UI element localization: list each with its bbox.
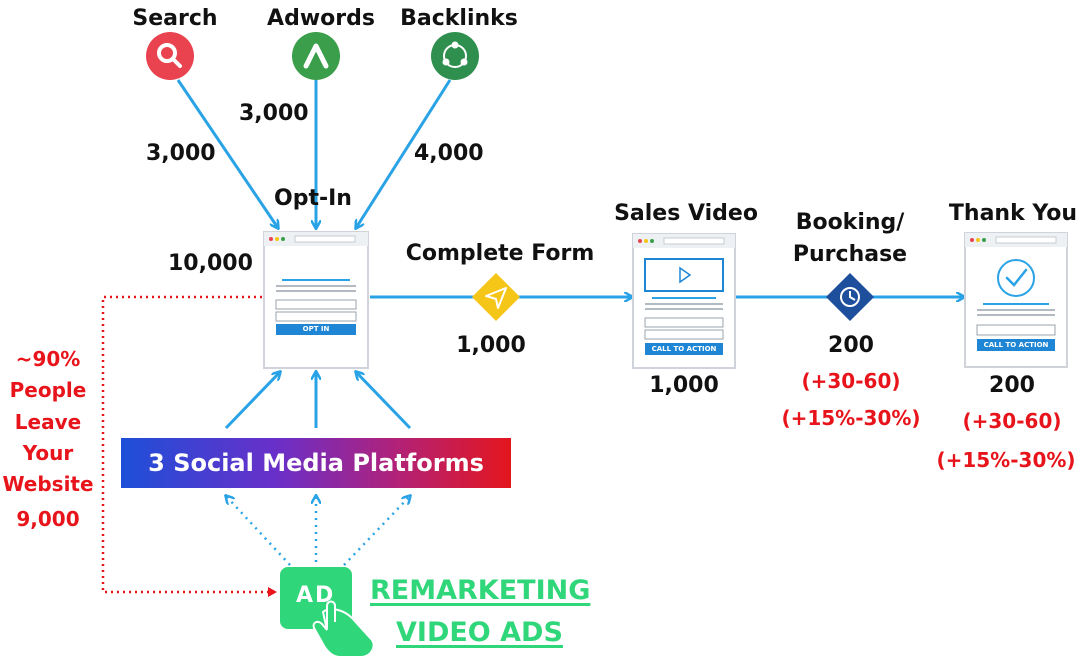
complete-form-count: 1,000 xyxy=(456,333,526,358)
adwords-icon xyxy=(292,32,340,80)
leave-line1: ~90% xyxy=(15,347,81,371)
leave-path xyxy=(101,295,277,597)
search-arrow xyxy=(176,79,278,228)
social-arrow-right xyxy=(356,372,412,430)
backlinks-label: Backlinks xyxy=(400,6,518,31)
booking-percent: (+15%-30%) xyxy=(781,406,921,430)
ad-text: AD xyxy=(296,583,336,608)
remarketing-line2[interactable]: VIDEO ADS xyxy=(396,617,563,648)
adwords-label: Adwords xyxy=(267,6,375,31)
ad-icon xyxy=(280,567,375,658)
remarketing-arrow-right xyxy=(343,496,410,566)
complete-form-icon xyxy=(471,272,521,322)
search-label: Search xyxy=(132,6,218,31)
thank-you-page xyxy=(964,232,1068,368)
booking-title-line2: Purchase xyxy=(792,242,908,267)
thank-you-range: (+30-60) xyxy=(962,409,1062,433)
thank-you-count: 200 xyxy=(989,373,1035,398)
search-count: 3,000 xyxy=(146,141,216,166)
social-media-label: 3 Social Media Platforms xyxy=(148,449,484,477)
search-icon xyxy=(146,32,194,80)
remarketing-line1[interactable]: REMARKETING xyxy=(370,575,591,606)
booking-title-line1: Booking/ xyxy=(795,210,905,235)
remarketing-arrow-left xyxy=(226,496,291,566)
backlinks-count: 4,000 xyxy=(414,141,484,166)
sales-video-cta[interactable]: CALL TO ACTION xyxy=(651,345,717,353)
booking-count: 200 xyxy=(828,333,874,358)
social-media-bar: 3 Social Media Platforms xyxy=(121,438,511,488)
backlinks-icon xyxy=(431,32,479,80)
leave-line4: Your xyxy=(22,441,74,465)
complete-form-label: Complete Form xyxy=(405,241,595,266)
leave-line2: People xyxy=(9,378,87,402)
booking-clock-icon xyxy=(825,272,875,322)
thank-you-percent: (+15%-30%) xyxy=(936,448,1076,472)
booking-range: (+30-60) xyxy=(801,369,901,393)
optin-title: Opt-In xyxy=(274,186,352,211)
thank-you-cta[interactable]: CALL TO ACTION xyxy=(983,341,1049,349)
leave-line5: Website xyxy=(2,472,94,496)
optin-button[interactable]: OPT IN xyxy=(302,325,330,333)
leave-line3: Leave xyxy=(14,410,82,434)
backlinks-arrow xyxy=(356,79,452,228)
optin-count: 10,000 xyxy=(168,251,253,276)
optin-page xyxy=(263,231,369,369)
social-arrow-left xyxy=(224,372,280,430)
sales-video-title: Sales Video xyxy=(614,201,758,226)
thank-you-title: Thank You xyxy=(948,201,1078,226)
sales-video-page xyxy=(632,233,736,369)
leave-count: 9,000 xyxy=(16,507,80,531)
adwords-count: 3,000 xyxy=(239,101,309,126)
sales-video-count: 1,000 xyxy=(649,373,719,398)
